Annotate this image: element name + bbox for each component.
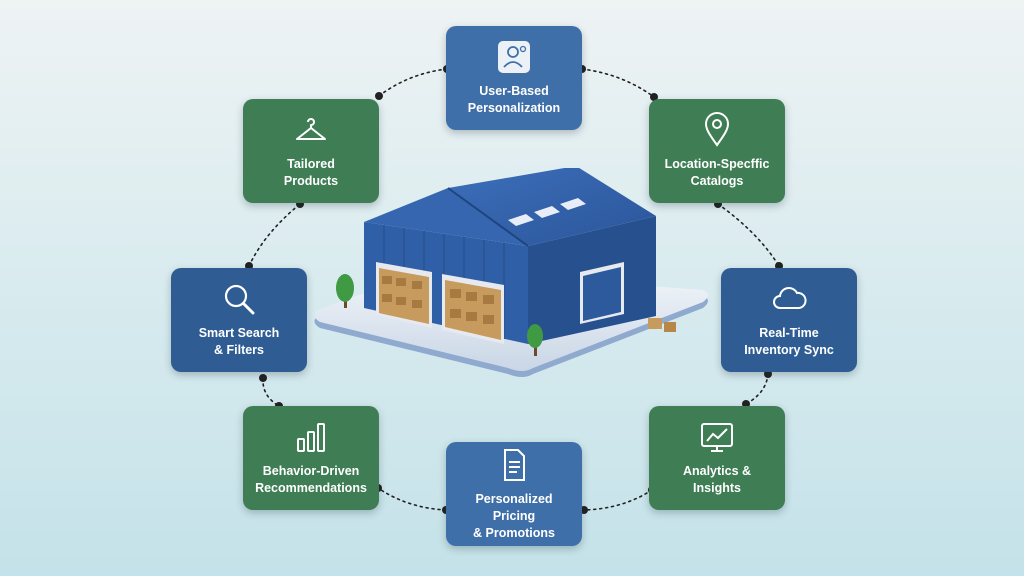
connector-line <box>717 203 780 267</box>
connector-line <box>378 68 448 97</box>
node-label: Tailored Products <box>283 157 339 188</box>
connector-line <box>581 68 655 98</box>
node-personalized-pricing-promotions: Personalized Pricing & Promotions <box>446 442 582 546</box>
connector-dot <box>375 92 383 100</box>
hanger-icon <box>293 112 329 148</box>
connector-line <box>248 203 301 267</box>
node-tailored-products: Tailored Products <box>243 99 379 203</box>
node-label: Location-Specffic Catalogs <box>664 157 770 188</box>
node-label: Analytics & Insights <box>682 464 752 495</box>
warehouse-illustration <box>308 166 718 403</box>
user-settings-icon <box>496 39 532 75</box>
line-chart-icon <box>699 419 735 455</box>
search-icon <box>221 281 257 317</box>
node-label: Behavior-Driven Recommendations <box>255 464 367 495</box>
connector-line <box>745 373 769 405</box>
node-label: Personalized Pricing & Promotions <box>473 491 555 540</box>
map-pin-icon <box>699 112 735 148</box>
bar-chart-icon <box>293 419 329 455</box>
node-user-based-personalization: User-Based Personalization <box>446 26 582 130</box>
connector-dot <box>764 370 772 378</box>
node-real-time-inventory-sync: Real-Time Inventory Sync <box>721 268 857 372</box>
connector-dot <box>580 506 588 514</box>
node-smart-search-filters: Smart Search & Filters <box>171 268 307 372</box>
node-location-specific-catalogs: Location-Specffic Catalogs <box>649 99 785 203</box>
document-icon <box>496 447 532 483</box>
node-label: User-Based Personalization <box>467 84 561 115</box>
node-label: Smart Search & Filters <box>198 326 280 357</box>
connector-line <box>377 487 447 511</box>
connector-line <box>583 489 653 511</box>
connector-line <box>262 377 280 407</box>
connector-dot <box>259 374 267 382</box>
node-analytics-insights: Analytics & Insights <box>649 406 785 510</box>
node-behavior-driven-recommendations: Behavior-Driven Recommendations <box>243 406 379 510</box>
cloud-icon <box>771 281 807 317</box>
node-label: Real-Time Inventory Sync <box>744 326 834 357</box>
